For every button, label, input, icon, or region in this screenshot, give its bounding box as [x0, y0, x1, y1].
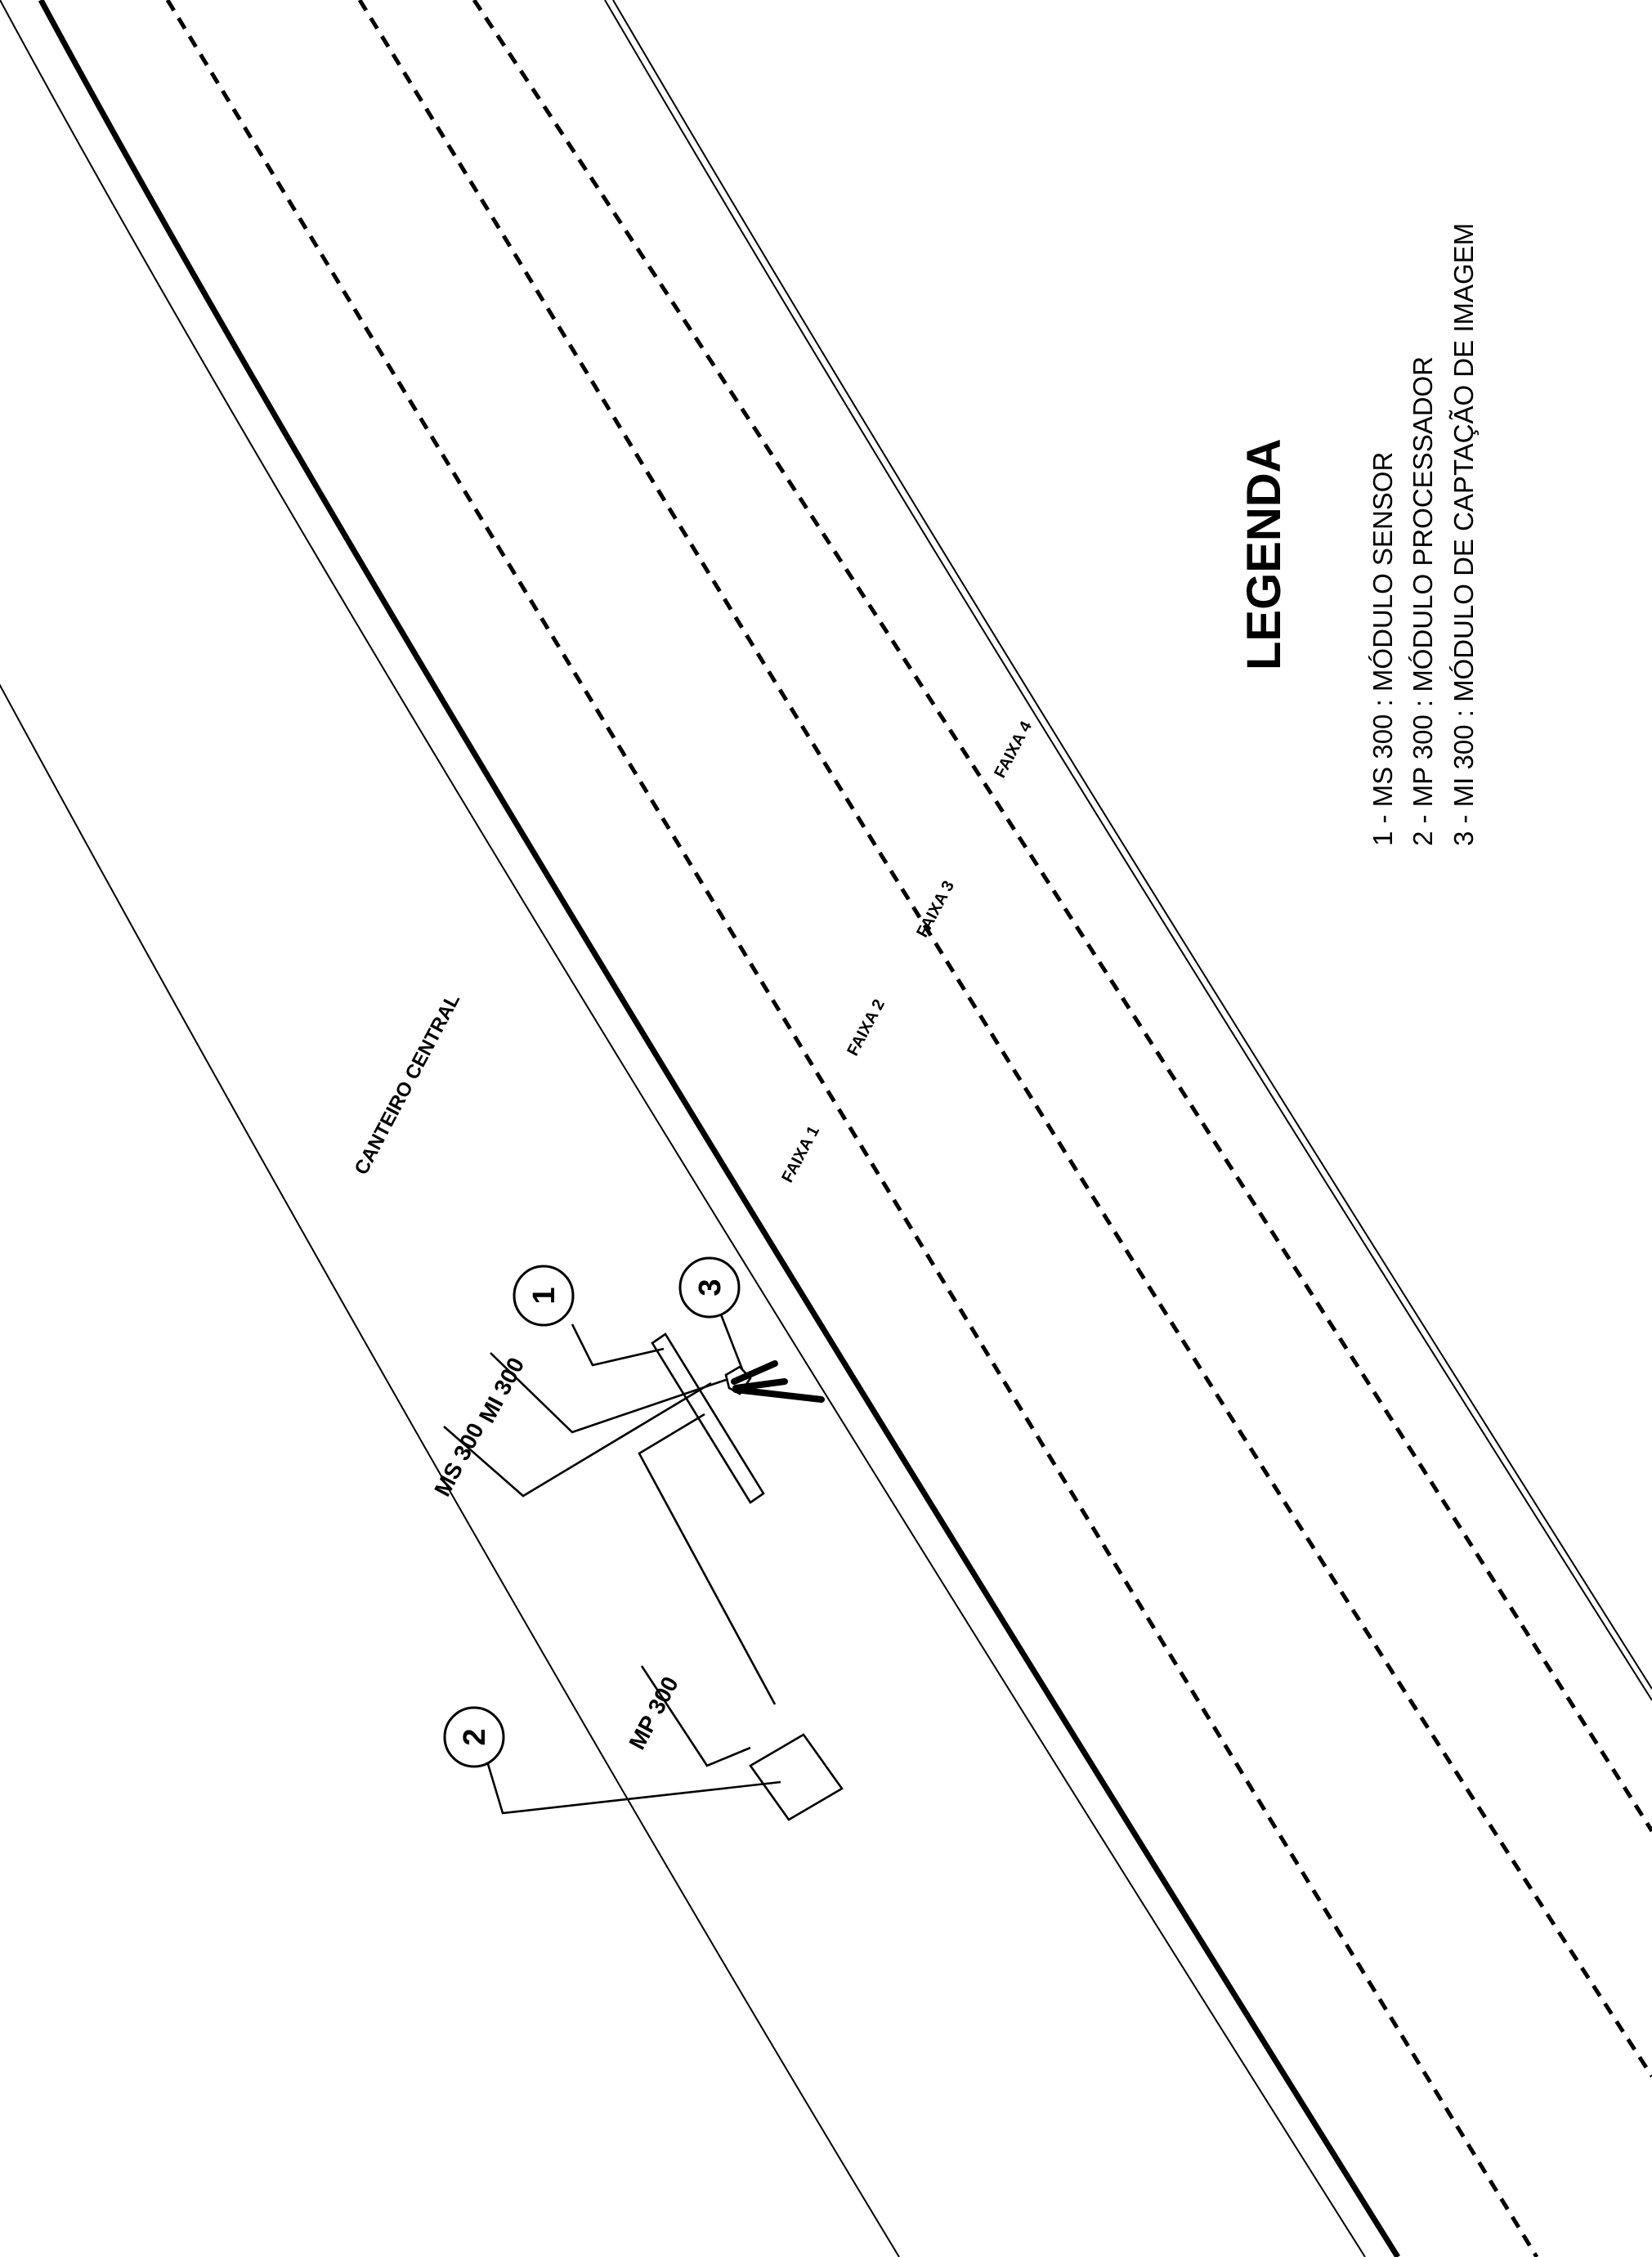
legend-item-3: 3 - MI 300 : MÓDULO DE CAPTAÇÃO DE IMAGE… [1448, 223, 1479, 846]
equipment-group [443, 1314, 844, 1821]
mi300-tag-leader [490, 1352, 727, 1434]
legend-item-1: 1 - MS 300 : MÓDULO SENSOR [1368, 452, 1398, 846]
callout-3: 3 [678, 1256, 741, 1319]
callout-3-circle [678, 1256, 741, 1319]
right-road-edge-inner [612, 0, 1652, 1690]
median-barrier-line [38, 0, 1400, 2257]
callout-2-number: 2 [458, 1728, 492, 1745]
sensor-module-ms300 [651, 1332, 765, 1504]
legend-title: LEGENDA [1238, 438, 1291, 670]
mi300-tag: MI 300 [474, 1353, 530, 1426]
lane-separators [165, 0, 1652, 2257]
ms300-tag-leader [443, 1382, 712, 1498]
cable-bundle-2 [732, 1386, 825, 1403]
right-road-edge-outer [604, 0, 1652, 1701]
lane-label-2: FAIXA 2 [844, 996, 889, 1059]
lane-label-4: FAIXA 4 [991, 718, 1036, 781]
cable-bundle-3 [732, 1378, 788, 1391]
callout-2-circle [443, 1706, 505, 1768]
callout-3-leader [719, 1314, 744, 1370]
callout-2: 2 [443, 1706, 505, 1768]
legend: LEGENDA 1 - MS 300 : MÓDULO SENSOR 2 - M… [1238, 223, 1479, 846]
callout-2-leader [479, 1739, 781, 1815]
cable-bundle [731, 1360, 778, 1385]
lane-divider-1 [165, 0, 1539, 2257]
callout-1-number: 1 [527, 1287, 562, 1304]
ms300-tag: MS 300 [429, 1419, 489, 1501]
lane-divider-3 [472, 0, 1652, 1833]
callout-1: 1 [513, 1265, 575, 1327]
callout-1-leader [571, 1323, 665, 1367]
lane-label-3: FAIXA 3 [913, 878, 958, 940]
lane-divider-2 [357, 0, 1652, 2078]
connection-cable-ms-to-mp [638, 1413, 777, 1705]
mp300-tag-leader [640, 1665, 751, 1767]
callout-3-number: 3 [693, 1279, 728, 1296]
callout-1-circle [513, 1265, 575, 1327]
processor-module-mp300 [749, 1733, 844, 1821]
mp300-tag: MP 300 [624, 1673, 683, 1753]
lane-label-1: FAIXA 1 [778, 1123, 823, 1185]
left-road-edge [0, 683, 900, 2257]
median-inner-edge [0, 0, 1366, 2257]
median-label: CANTEIRO CENTRAL [351, 990, 465, 1178]
legend-item-2: 2 - MP 300 : MÓDULO PROCESSADOR [1408, 356, 1438, 846]
